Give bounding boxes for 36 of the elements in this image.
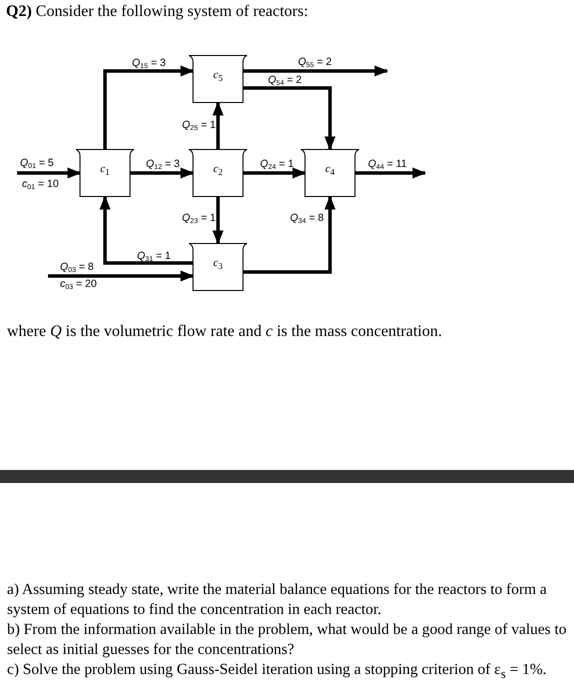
- flow-arrow: [243, 196, 336, 274]
- concentration-label: c$_{3}$: [212, 257, 224, 272]
- flow-rate-label: Q$_{34}$ = 8: [290, 212, 324, 227]
- flow-rate-label: Q$_{03}$ = 8: [60, 261, 94, 276]
- flow-arrow: [130, 167, 194, 179]
- flow-arrow: [17, 167, 82, 179]
- flow-arrow: [48, 270, 194, 282]
- flow-rate-label: Q$_{44}$ = 11: [368, 158, 407, 173]
- flow-arrow: [355, 167, 426, 179]
- concentration-label: c$_{5}$: [212, 69, 224, 84]
- flow-rate-label: Q$_{54}$ = 2: [268, 74, 302, 89]
- flow-rate-label: Q$_{23}$ = 1: [182, 212, 216, 227]
- flow-rate-label: Q$_{25}$ = 1: [182, 119, 216, 134]
- flow-arrow: [243, 86, 336, 150]
- concentration-label: c$_{1}$: [99, 163, 111, 178]
- inlet-concentration-label: c$_{03}$ = 20: [60, 278, 97, 293]
- flow-arrow: [99, 196, 193, 265]
- flow-rate-label: Q$_{12}$ = 3: [146, 158, 180, 173]
- flow-arrow: [243, 65, 388, 77]
- flow-rate-label: Q$_{31}$ = 1: [137, 250, 171, 265]
- flow-rate-label: Q$_{15}$ = 3: [132, 57, 166, 72]
- question-text: c) Solve the problem using Gauss-Seidel iteration using a stopping criterion of ε$_{s}$ = 1%.: [7, 660, 548, 684]
- question-text: b) From the information available in the problem, what would be a good range of values to select as initial guesses for the concentrations?: [7, 620, 568, 660]
- flow-arrow: [212, 102, 224, 149]
- concentration-label: c$_{2}$: [212, 163, 224, 178]
- flow-rate-label: Q$_{55}$ = 2: [298, 56, 332, 71]
- inlet-concentration-label: c$_{01}$ = 10: [22, 178, 59, 193]
- flow-arrow: [103, 65, 194, 149]
- flow-rate-label: Q$_{24}$ = 1: [260, 158, 294, 173]
- flow-rate-label: Q$_{01}$ = 5: [20, 157, 54, 172]
- flow-arrow: [212, 197, 224, 244]
- caption: where Q is the volumetric flow rate and c is the mass concentration.: [7, 323, 442, 341]
- flow-arrow: [243, 167, 306, 179]
- concentration-label: c$_{4}$: [324, 163, 336, 178]
- question-title: Q2) Consider the following system of reactors:: [6, 3, 308, 21]
- question-text: a) Assuming steady state, write the material balance equations for the reactors to form a system of equations to find the concentration in each reactor.: [7, 580, 548, 620]
